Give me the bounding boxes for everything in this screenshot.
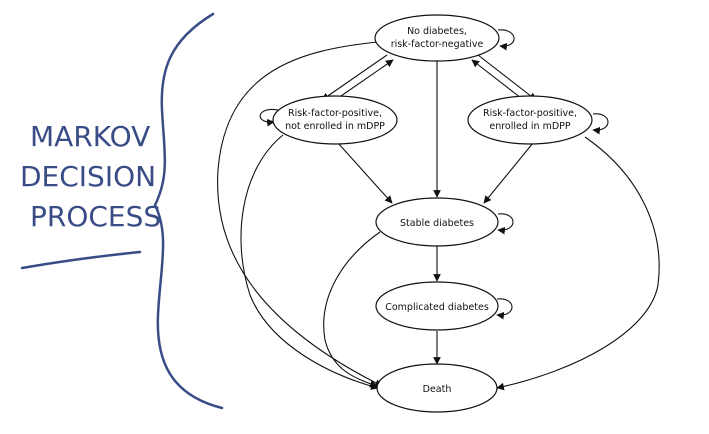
handwritten-annotation: MARKOV DECISION PROCESS — [20, 12, 224, 410]
self-loop-left — [259, 108, 279, 127]
node-no-diabetes: No diabetes, risk-factor-negative — [374, 14, 500, 62]
node-death-label: Death — [423, 384, 452, 395]
edge-top-to-right — [477, 54, 537, 101]
edge-top-to-left — [321, 54, 388, 101]
handwritten-line-markov: MARKOV — [30, 120, 150, 153]
node-no-diabetes-line1: No diabetes, — [407, 26, 467, 37]
edge-left-to-death — [240, 134, 379, 390]
edge-right-to-death — [496, 136, 660, 391]
edge-right-to-stable — [483, 142, 534, 204]
self-loop-complicated — [496, 298, 513, 320]
node-no-diabetes-line2: risk-factor-negative — [391, 39, 484, 50]
node-rf-enrolled: Risk-factor-positive, enrolled in mDPP — [467, 95, 593, 145]
handwritten-line-decision: DECISION — [20, 160, 156, 193]
self-loop-right — [592, 113, 609, 135]
node-complicated-diabetes: Complicated diabetes — [375, 281, 499, 331]
self-loop-top — [497, 29, 515, 51]
node-stable-diabetes: Stable diabetes — [375, 197, 499, 247]
node-rf-enrolled-line1: Risk-factor-positive, — [483, 108, 577, 119]
handwritten-underline — [20, 250, 142, 270]
node-rf-not-enrolled-line1: Risk-factor-positive, — [288, 108, 382, 119]
edges — [217, 29, 660, 391]
self-loop-stable — [497, 213, 514, 235]
node-rf-not-enrolled-line2: not enrolled in mDPP — [285, 121, 385, 132]
node-stable-diabetes-label: Stable diabetes — [400, 218, 474, 229]
handwritten-brace — [153, 12, 224, 410]
node-rf-enrolled-line2: enrolled in mDPP — [489, 121, 571, 132]
edge-top-to-death — [217, 41, 383, 387]
edge-left-to-stable — [337, 142, 393, 204]
node-death: Death — [376, 363, 498, 413]
node-complicated-diabetes-label: Complicated diabetes — [385, 302, 489, 313]
edge-stable-to-death — [323, 231, 381, 388]
node-rf-not-enrolled: Risk-factor-positive, not enrolled in mD… — [272, 95, 398, 145]
handwritten-line-process: PROCESS — [30, 200, 161, 233]
